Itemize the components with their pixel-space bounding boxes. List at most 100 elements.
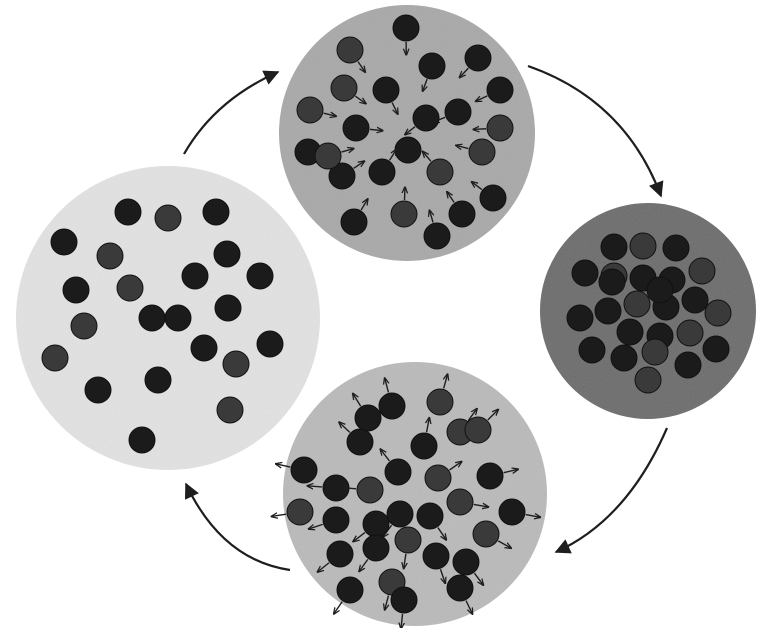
particle bbox=[703, 336, 729, 362]
motion-arrow bbox=[271, 514, 286, 516]
particle bbox=[182, 263, 208, 289]
particle bbox=[139, 305, 165, 331]
particle bbox=[155, 205, 181, 231]
particle bbox=[647, 277, 673, 303]
particle bbox=[215, 295, 241, 321]
particle bbox=[247, 263, 273, 289]
particle bbox=[315, 143, 341, 169]
particle bbox=[465, 45, 491, 71]
particle bbox=[357, 477, 383, 503]
particle bbox=[63, 277, 89, 303]
particle bbox=[477, 463, 503, 489]
particle bbox=[217, 397, 243, 423]
particle bbox=[327, 541, 353, 567]
arrow-contracting-to-compressed bbox=[528, 66, 661, 196]
particle bbox=[297, 97, 323, 123]
particle bbox=[355, 405, 381, 431]
particle bbox=[363, 535, 389, 561]
particle bbox=[115, 199, 141, 225]
particle bbox=[427, 159, 453, 185]
particle bbox=[337, 577, 363, 603]
particle bbox=[117, 275, 143, 301]
motion-arrow bbox=[334, 602, 342, 614]
particle bbox=[385, 459, 411, 485]
particle bbox=[663, 235, 689, 261]
particle bbox=[447, 489, 473, 515]
particle bbox=[331, 75, 357, 101]
particle bbox=[411, 433, 437, 459]
particle bbox=[642, 339, 668, 365]
particle bbox=[599, 269, 625, 295]
particle bbox=[677, 320, 703, 346]
particle bbox=[424, 223, 450, 249]
particle bbox=[425, 465, 451, 491]
arrow-expanded-to-contracting bbox=[184, 72, 278, 154]
particle bbox=[337, 37, 363, 63]
particle bbox=[203, 199, 229, 225]
particle bbox=[469, 139, 495, 165]
particle bbox=[71, 313, 97, 339]
particle bbox=[395, 137, 421, 163]
particle bbox=[379, 393, 405, 419]
particle bbox=[601, 234, 627, 260]
particle bbox=[624, 291, 650, 317]
particle bbox=[480, 185, 506, 211]
particle bbox=[487, 115, 513, 141]
particle bbox=[51, 229, 77, 255]
particle bbox=[391, 201, 417, 227]
particle bbox=[635, 367, 661, 393]
particle bbox=[395, 527, 421, 553]
particle bbox=[341, 209, 367, 235]
state-expanding bbox=[271, 362, 547, 628]
particle bbox=[287, 499, 313, 525]
particle bbox=[447, 575, 473, 601]
particle bbox=[413, 105, 439, 131]
particle bbox=[675, 352, 701, 378]
particle bbox=[165, 305, 191, 331]
particle bbox=[487, 77, 513, 103]
particle bbox=[42, 345, 68, 371]
particle bbox=[257, 331, 283, 357]
particle bbox=[689, 258, 715, 284]
particle bbox=[449, 201, 475, 227]
particle bbox=[387, 501, 413, 527]
particle bbox=[445, 99, 471, 125]
particle bbox=[291, 457, 317, 483]
particle bbox=[97, 243, 123, 269]
particle bbox=[191, 335, 217, 361]
particle bbox=[423, 543, 449, 569]
particle bbox=[214, 241, 240, 267]
particle bbox=[611, 345, 637, 371]
state-expanded bbox=[16, 166, 320, 470]
particle bbox=[427, 389, 453, 415]
particle bbox=[393, 15, 419, 41]
arrow-expanding-to-expanded bbox=[186, 484, 290, 570]
particle bbox=[453, 549, 479, 575]
particle bbox=[373, 77, 399, 103]
particle bbox=[145, 367, 171, 393]
particle bbox=[129, 427, 155, 453]
particle bbox=[419, 53, 445, 79]
particle bbox=[347, 429, 373, 455]
particle bbox=[579, 337, 605, 363]
particle bbox=[473, 521, 499, 547]
particle bbox=[567, 305, 593, 331]
particle bbox=[417, 503, 443, 529]
particle bbox=[630, 233, 656, 259]
state-contracting bbox=[279, 5, 535, 261]
particle bbox=[572, 260, 598, 286]
particle bbox=[595, 298, 621, 324]
arrow-compressed-to-expanding bbox=[556, 428, 667, 552]
particle bbox=[499, 499, 525, 525]
particle bbox=[617, 319, 643, 345]
motion-arrow bbox=[473, 129, 486, 130]
particle bbox=[369, 159, 395, 185]
particle bbox=[343, 115, 369, 141]
particle bbox=[705, 300, 731, 326]
state-compressed bbox=[540, 203, 756, 419]
particle bbox=[323, 507, 349, 533]
particle bbox=[391, 587, 417, 613]
particle bbox=[363, 511, 389, 537]
